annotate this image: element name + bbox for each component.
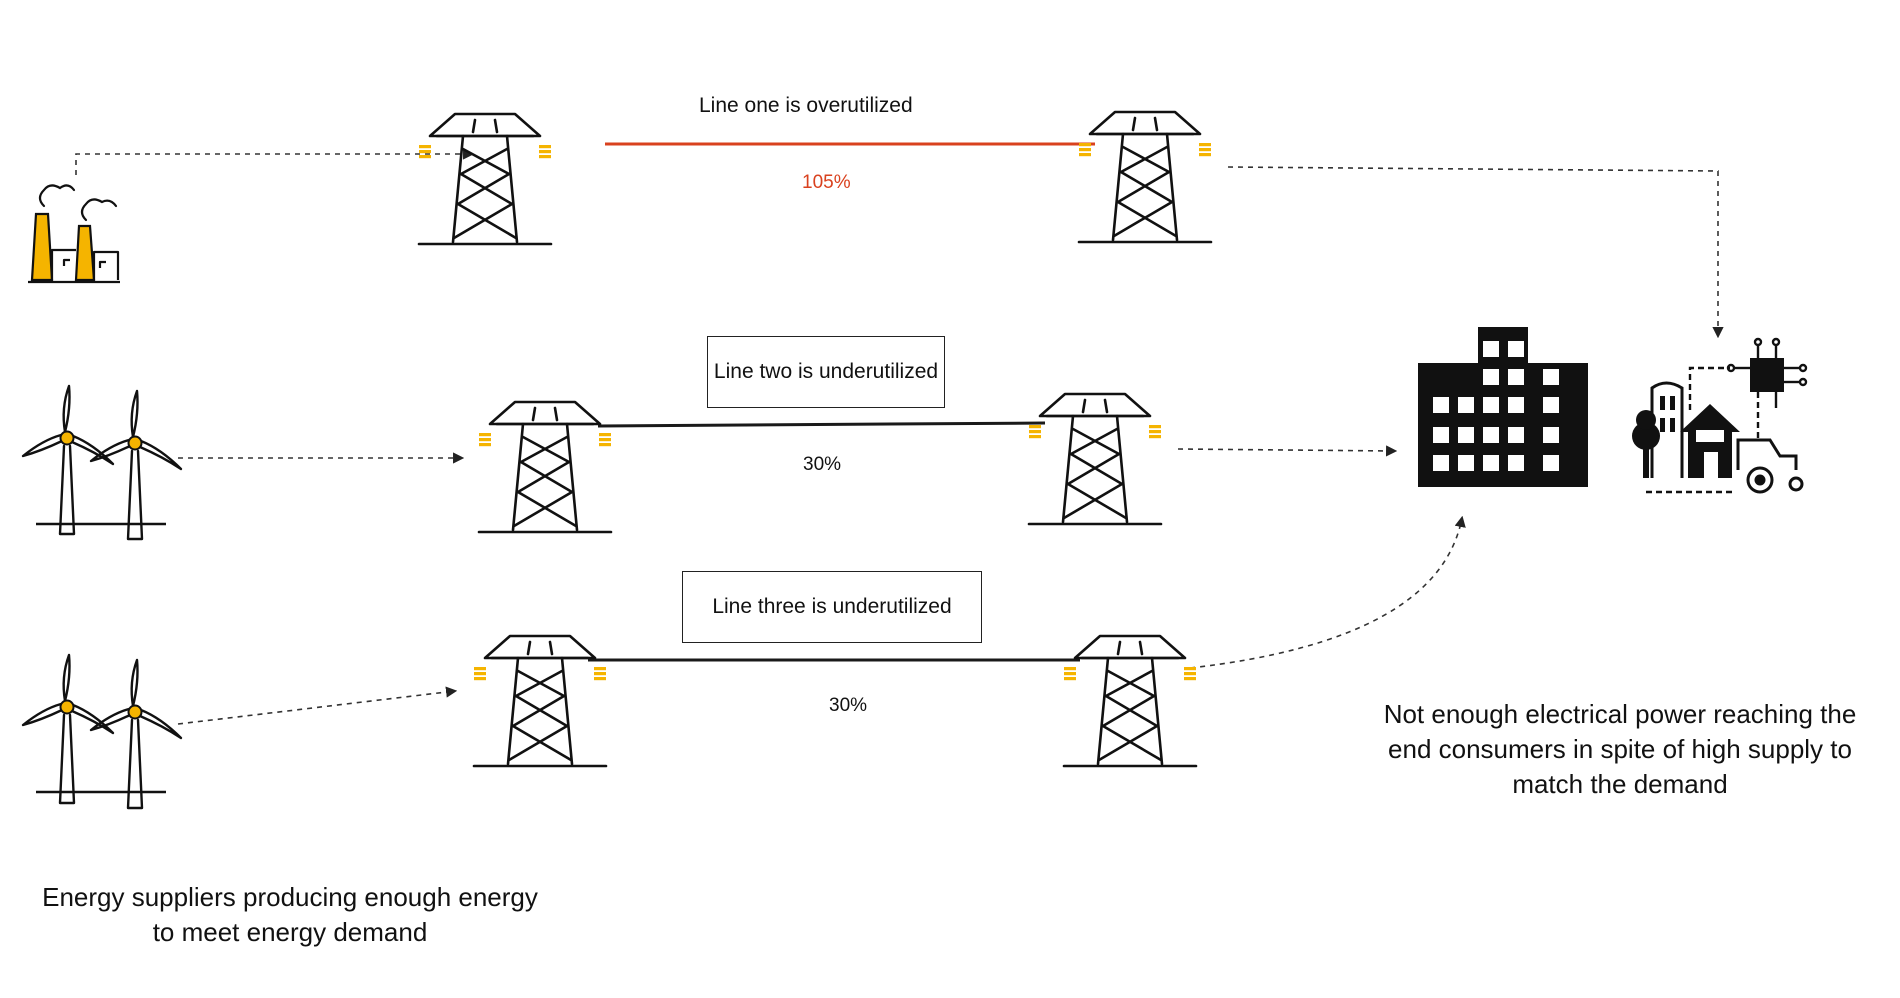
transmission-tower-icon [477, 400, 613, 534]
factory-icon [28, 184, 120, 284]
transmission-tower-icon [472, 634, 608, 768]
wind-turbine-icon [89, 389, 183, 541]
wind-turbine-group-top [21, 384, 183, 541]
line-one-label: Line one is overutilized [699, 94, 913, 117]
transmission-tower-icon [1027, 392, 1163, 526]
wind-turbine-icon [21, 384, 115, 536]
wind-turbine-icon [21, 653, 115, 805]
line-two-to-building-arrow [1177, 445, 1398, 457]
office-building-icon [1418, 327, 1588, 487]
line-one-value: 105% [802, 172, 851, 193]
wind-turbine-icon [89, 658, 183, 810]
wind-turbine-group-bottom [21, 653, 183, 810]
factory-to-line-one-arrow [75, 148, 475, 175]
suppliers-caption: Energy suppliers producing enough energy… [42, 882, 538, 947]
transmission-tower-icon [417, 112, 553, 246]
line-three-value: 30% [829, 695, 868, 716]
transmission-tower-icon [1077, 110, 1213, 244]
line-one-to-city-arrow [1227, 166, 1724, 339]
line-two-value: 30% [803, 454, 842, 475]
transmission-tower-icon [1062, 634, 1198, 768]
line-three-label: Line three is underutilized [682, 571, 982, 643]
line-two-cable [597, 421, 1046, 428]
turbines-to-line-three-arrow [177, 686, 458, 725]
smart-city-icon [1632, 337, 1808, 494]
line-two-label: Line two is underutilized [707, 336, 945, 408]
line-three-to-building-arrow [1189, 515, 1466, 669]
consumers-caption: Not enough electrical power reaching the… [1383, 699, 1857, 799]
